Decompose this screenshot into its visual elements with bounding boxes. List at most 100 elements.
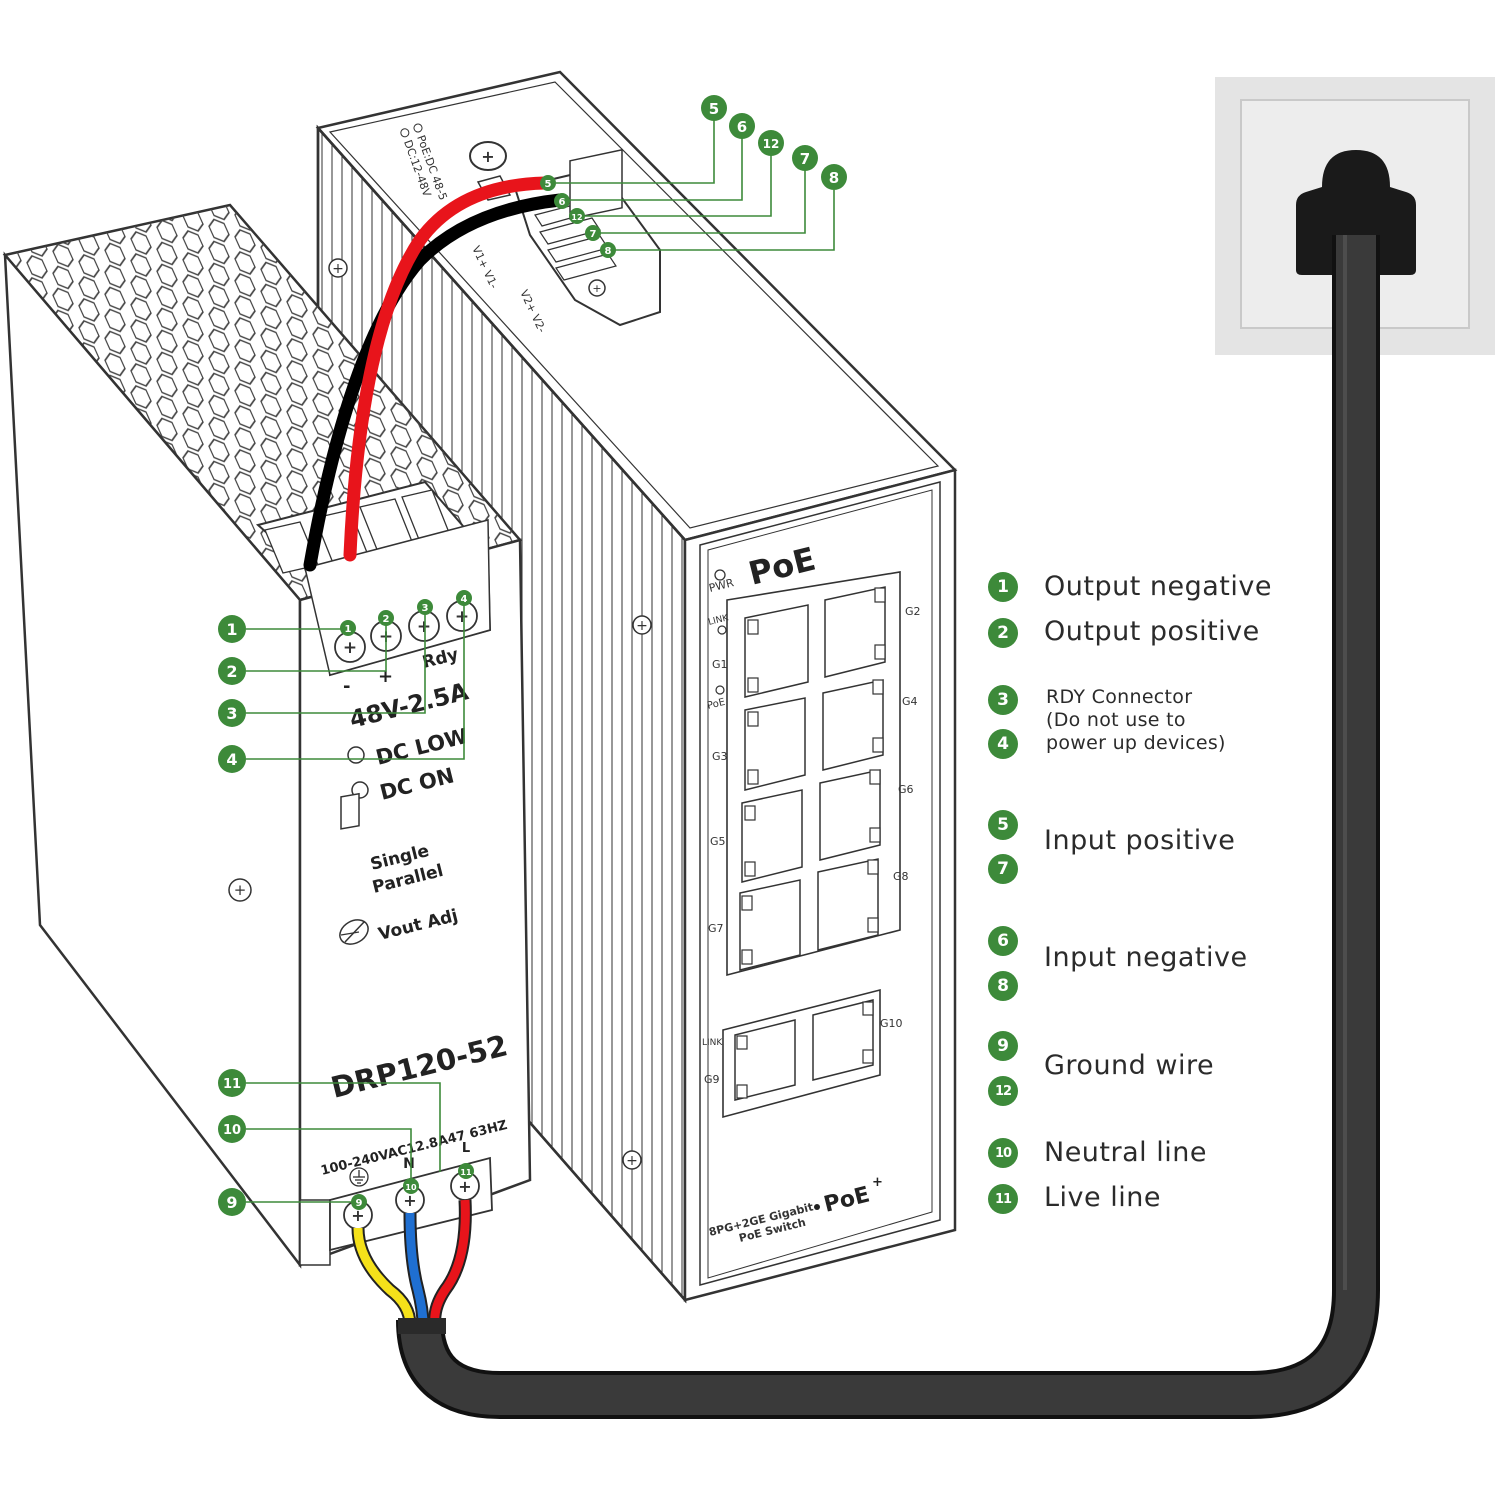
legend-badge: 5 [988, 810, 1018, 840]
legend-text: Neutral line [1044, 1137, 1207, 1168]
legend-text-rdy-3: power up devices) [1046, 732, 1226, 754]
legend-text: Live line [1044, 1182, 1161, 1213]
plug-icon [1296, 150, 1416, 275]
port-g1[interactable] [744, 604, 809, 698]
port-g2[interactable] [824, 586, 886, 678]
port-label-g2: G2 [905, 605, 921, 618]
port-label-g10: G10 [880, 1017, 903, 1030]
legend-item-neutral: 10 [988, 1138, 1018, 1168]
callout-badges: 1 2 3 4 11 10 9 5 6 12 7 8 1 2 3 4 5 6 1… [218, 95, 847, 1216]
ac-wires [351, 1199, 472, 1334]
psu-minus-label: - [343, 676, 350, 697]
port-g6[interactable] [819, 769, 881, 861]
callout-lines [246, 120, 835, 1203]
svg-text:11: 11 [223, 1077, 241, 1092]
callout-9: 9 [218, 1188, 246, 1216]
pwr-led-label: PWR [708, 576, 736, 595]
legend-item-output-negative: 1 [988, 572, 1018, 602]
svg-text:9: 9 [226, 1193, 237, 1212]
legend-badge: 4 [988, 729, 1018, 759]
legend: 1 Output negative 2 Output positive 3 4 … [988, 568, 1488, 1228]
callout-10: 10 [218, 1115, 246, 1143]
svg-text:+: + [403, 1191, 416, 1210]
callout-4: 4 [218, 745, 246, 773]
port-label-g4: G4 [902, 695, 918, 708]
port-label-g6: G6 [898, 783, 914, 796]
legend-badge: 8 [988, 971, 1018, 1001]
callout-8: 8 [821, 164, 847, 190]
port-g4[interactable] [822, 679, 884, 771]
legend-item-ground-12: 12 [988, 1076, 1018, 1106]
svg-text:5: 5 [545, 179, 552, 190]
port-label-g7: G7 [708, 922, 724, 935]
svg-text:+: + [458, 1177, 471, 1196]
svg-text:2: 2 [226, 662, 237, 681]
port-label-g8: G8 [893, 870, 909, 883]
port-g9[interactable] [734, 1019, 796, 1101]
legend-badge: 10 [988, 1138, 1018, 1168]
svg-text:6: 6 [737, 118, 747, 136]
port-label-g5: G5 [710, 835, 726, 848]
svg-text:+: + [351, 1206, 364, 1225]
callout-1: 1 [218, 615, 246, 643]
legend-item-input-positive-5: 5 [988, 810, 1018, 840]
port-g5[interactable] [741, 789, 803, 883]
svg-text:4: 4 [226, 750, 237, 769]
wall-outlet [1215, 77, 1495, 355]
svg-text:+: + [332, 261, 344, 277]
legend-text: Input negative [1044, 942, 1248, 973]
legend-badge: 3 [988, 685, 1018, 715]
legend-item-input-negative-6: 6 [988, 926, 1018, 956]
poe-led-label: PoE [706, 697, 726, 712]
legend-badge: 2 [988, 618, 1018, 648]
legend-text: Output negative [1044, 571, 1272, 602]
single-parallel-switch[interactable] [340, 792, 360, 936]
callout-5: 5 [701, 95, 727, 121]
callout-6: 6 [729, 113, 755, 139]
svg-text:8: 8 [605, 246, 612, 257]
svg-text:+: + [343, 638, 357, 658]
svg-text:+: + [626, 1153, 638, 1169]
svg-text:1: 1 [345, 624, 352, 635]
port-g3[interactable] [744, 697, 806, 791]
legend-item-rdy-3: 3 [988, 685, 1018, 715]
svg-text:+: + [234, 881, 247, 899]
legend-badge: 11 [988, 1184, 1018, 1214]
legend-text: Input positive [1044, 825, 1236, 856]
svg-text:9: 9 [356, 1198, 363, 1209]
legend-badge: 12 [988, 1076, 1018, 1106]
legend-badge: 6 [988, 926, 1018, 956]
legend-item-input-negative-8: 8 [988, 971, 1018, 1001]
callout-12: 12 [758, 130, 784, 156]
legend-item-live: 11 [988, 1184, 1018, 1214]
svg-text:7: 7 [590, 229, 597, 240]
ge-link-label: LINK [702, 1038, 723, 1048]
svg-text:+: + [417, 617, 431, 637]
ge-port-block: LINK G9 G10 [702, 988, 903, 1119]
legend-text: Output positive [1044, 616, 1260, 647]
port-g7[interactable] [739, 879, 801, 971]
vout-adj-knob[interactable] [336, 915, 373, 949]
port-label-g1: G1 [712, 658, 728, 671]
svg-text:+: + [592, 282, 601, 295]
svg-text:+: + [481, 147, 494, 166]
legend-text-rdy-1: RDY Connector [1046, 686, 1193, 708]
legend-item-ground-9: 9 [988, 1031, 1018, 1061]
legend-item-rdy-4: 4 [988, 729, 1018, 759]
svg-text:+: + [455, 607, 469, 627]
poe-port-block: G1 G2 G3 G4 G5 G6 G7 G8 [708, 571, 921, 977]
svg-text:1: 1 [226, 620, 237, 639]
svg-text:3: 3 [422, 603, 429, 614]
svg-text:12: 12 [763, 137, 780, 151]
svg-text:+: + [636, 618, 648, 634]
port-label-g3: G3 [712, 750, 728, 763]
svg-text:5: 5 [709, 100, 719, 118]
earth-ground-icon [349, 1167, 369, 1187]
port-g8[interactable] [817, 858, 879, 951]
svg-text:4: 4 [461, 594, 468, 605]
svg-text:8: 8 [829, 169, 839, 187]
port-g10[interactable] [812, 999, 874, 1081]
legend-item-output-positive: 2 [988, 618, 1018, 648]
svg-text:7: 7 [800, 150, 810, 168]
